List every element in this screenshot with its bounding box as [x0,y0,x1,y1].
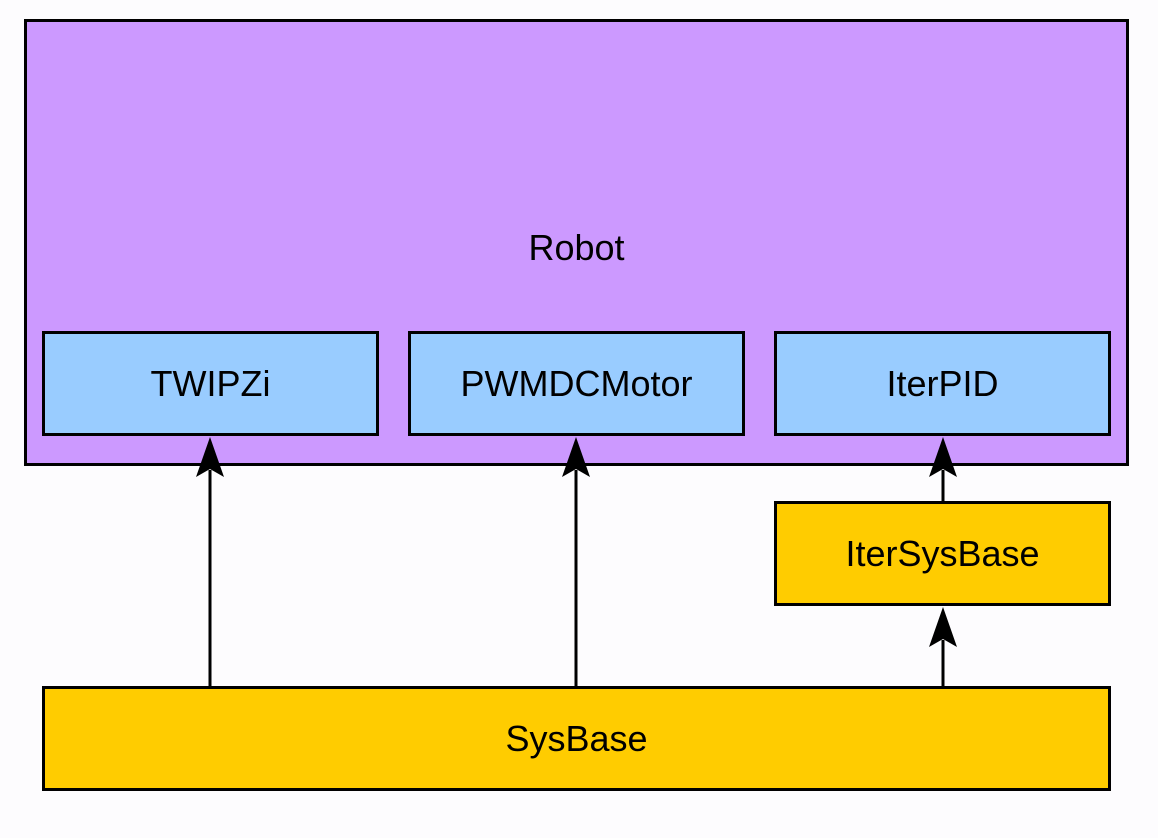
arrow-sysbase-to-itersysbase [929,607,957,686]
arrow-sysbase-to-pwmdcmotor [562,437,590,686]
robot-label: Robot [528,227,625,268]
iterpid-box: IterPID [774,331,1111,436]
pwmdcmotor-box: PWMDCMotor [408,331,745,436]
twipzi-box: TWIPZi [42,331,379,436]
arrow-sysbase-to-twipzi [196,437,224,686]
itersysbase-box: IterSysBase [774,501,1111,606]
sysbase-box: SysBase [42,686,1111,791]
